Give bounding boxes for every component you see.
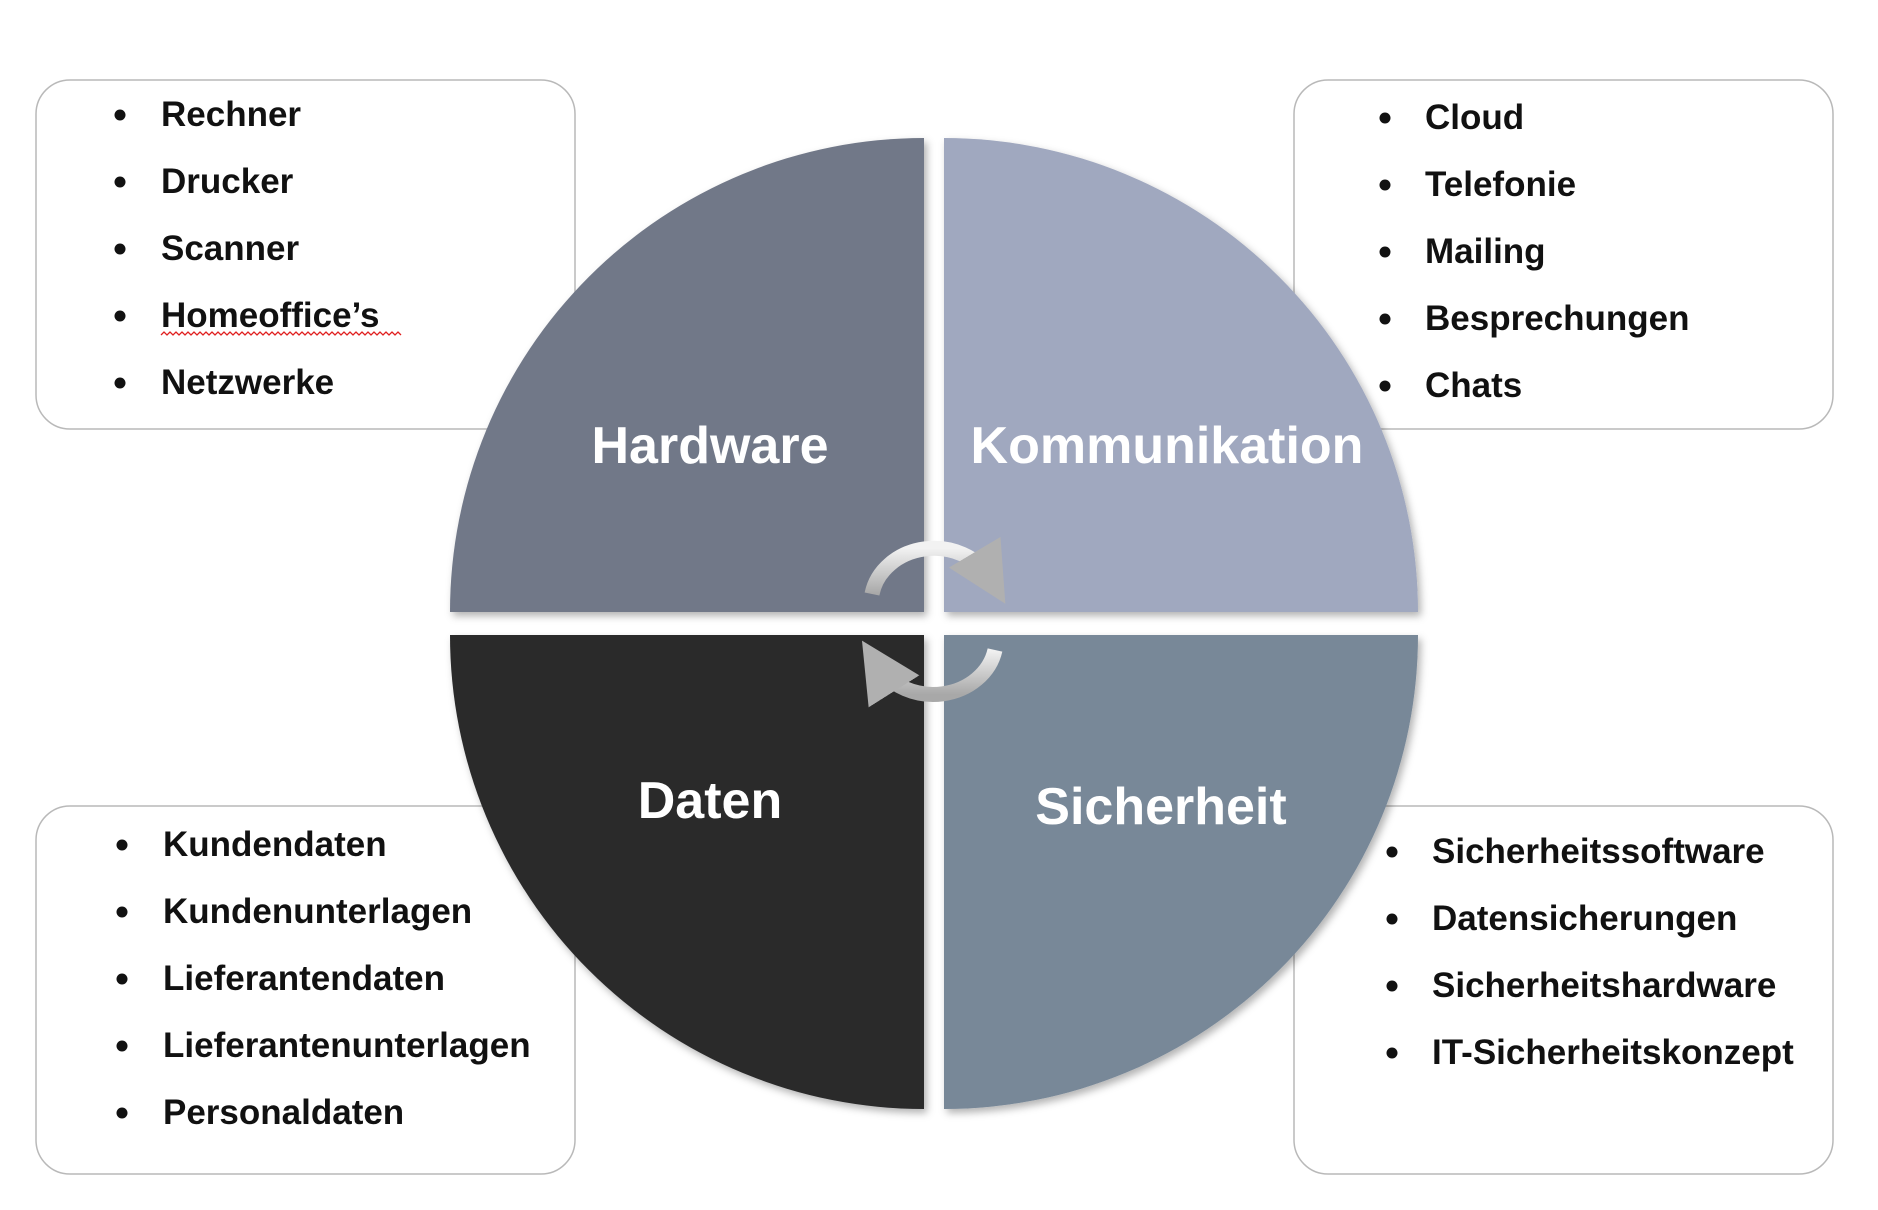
bullet-icon [1386,980,1398,992]
sicherheit-label: Sicherheit [1035,778,1286,836]
sicherheit-list: SicherheitssoftwareDatensicherungenSiche… [1386,832,1794,1072]
daten-list: KundendatenKundenunterlagenLieferantenda… [116,825,531,1132]
hardware-list: RechnerDruckerScannerHomeoffice’sNetzwer… [114,95,402,402]
cycle-arrow-top-icon [864,536,1006,604]
list-item: Kundenunterlagen [163,892,472,931]
list-item: Personaldaten [163,1093,404,1132]
daten-label: Daten [638,772,782,830]
list-item: Lieferantenunterlagen [163,1026,531,1065]
bullet-icon [114,377,126,389]
list-item: Rechner [161,95,301,134]
bullet-icon [116,973,128,985]
kommunikation-label: Kommunikation [971,417,1364,475]
list-item: Homeoffice’s [161,296,379,335]
list-item: IT-Sicherheitskonzept [1432,1033,1794,1072]
hardware-list-box [35,79,576,430]
bullet-icon [1379,112,1391,124]
list-item: Datensicherungen [1432,899,1737,938]
sicherheit-list-box [1293,805,1834,1175]
quadrant-kommunikation [944,138,1418,612]
list-item: Lieferantendaten [163,959,445,998]
list-item: Cloud [1425,98,1524,137]
bullet-icon [1379,313,1391,325]
list-item: Chats [1425,366,1522,405]
list-item: Besprechungen [1425,299,1690,338]
bullet-icon [116,906,128,918]
bullet-icon [1386,846,1398,858]
hardware-label: Hardware [592,417,829,475]
bullet-icon [1386,913,1398,925]
list-item: Scanner [161,229,299,268]
kommunikation-list-box [1293,79,1834,430]
bullet-icon [116,1107,128,1119]
list-item: Telefonie [1425,165,1576,204]
spellcheck-underline [160,331,402,336]
list-item: Sicherheitssoftware [1432,832,1765,871]
quadrant-daten [450,635,924,1109]
list-item: Sicherheitshardware [1432,966,1776,1005]
bullet-icon [116,839,128,851]
bullet-icon [114,109,126,121]
list-item: Kundendaten [163,825,387,864]
bullet-icon [1379,179,1391,191]
quadrant-hardware [450,138,924,612]
bullet-icon [1386,1047,1398,1059]
bullet-icon [114,176,126,188]
bullet-icon [1379,246,1391,258]
list-item: Drucker [161,162,294,201]
bullet-icon [1379,380,1391,392]
bullet-icon [114,243,126,255]
daten-list-box [35,805,576,1175]
bullet-icon [114,310,126,322]
list-item: Netzwerke [161,363,334,402]
cycle-arrow-bottom-icon [861,640,1003,708]
bullet-icon [116,1040,128,1052]
quadrant-sicherheit [944,635,1418,1109]
list-item: Mailing [1425,232,1546,271]
